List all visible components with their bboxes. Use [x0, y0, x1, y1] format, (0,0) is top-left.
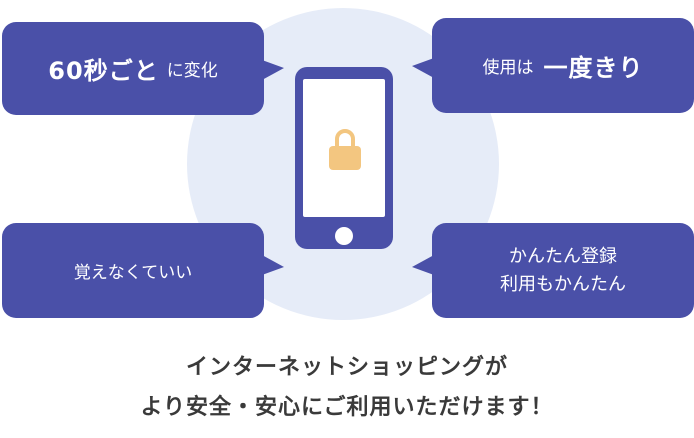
- caption: インターネットショッピングが より安全・安心にご利用いただけます！: [0, 348, 694, 428]
- smartphone-icon: [295, 67, 393, 249]
- speech-bubble-one-time-use: 使用は一度きり: [412, 18, 694, 113]
- speech-bubble-changes-every-60s: 60秒ごとに変化: [2, 22, 284, 115]
- lock-icon: [329, 129, 361, 170]
- bubble-tail: [262, 60, 284, 80]
- caption-line: インターネットショッピングが: [185, 355, 508, 380]
- bubble-tail: [262, 255, 284, 275]
- bubble-text-line: 利用もかんたん: [500, 273, 626, 295]
- bubble-tail: [412, 58, 434, 78]
- speech-bubble-no-memorizing: 覚えなくていい: [2, 223, 284, 318]
- bubble-text: に変化: [166, 61, 218, 81]
- phone-home-button: [335, 227, 353, 245]
- speech-bubble-easy-registration: かんたん登録 利用もかんたん: [412, 223, 694, 318]
- bubble-emphasis: 一度きり: [543, 54, 644, 82]
- caption-line: より安全・安心にご利用いただけます！: [140, 395, 554, 420]
- bubble-text-line: かんたん登録: [509, 245, 617, 267]
- bubble-text: 使用は: [482, 58, 534, 78]
- bubble-emphasis: 60秒ごと: [48, 57, 159, 85]
- phone-screen: [303, 79, 385, 217]
- bubble-text: 覚えなくていい: [73, 263, 193, 283]
- bubble-tail: [412, 255, 434, 275]
